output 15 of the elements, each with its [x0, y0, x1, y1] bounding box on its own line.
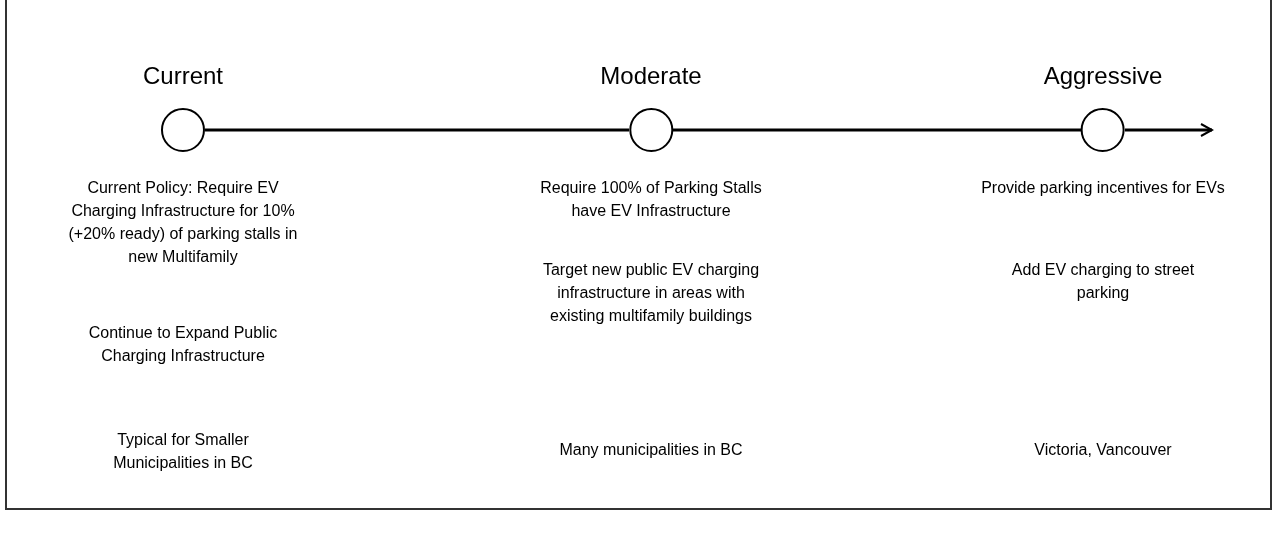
policy-text: Typical for Smaller Municipalities in BC [112, 430, 254, 473]
timeline-line [205, 128, 629, 132]
policy-text: Continue to Expand Public Charging Infrastructure [87, 323, 279, 366]
stage-heading: Moderate [600, 61, 702, 91]
policy-text: Require 100% of Parking Stalls have EV Infrastructure [539, 178, 763, 221]
policy-text: Many municipalities in BC [558, 440, 744, 460]
policy-text: Target new public EV charging infrastructure in areas with existing multifamily buildings [541, 260, 761, 326]
arrow [1125, 123, 1213, 137]
policy-text: Current Policy: Require EV Charging Infrastructure for 10% (+20% ready) of parking stalls in new Multifamily [67, 178, 299, 267]
stage-heading: Aggressive [1043, 61, 1163, 91]
timeline-line [673, 128, 1081, 132]
stage-heading: Current [143, 61, 223, 91]
policy-text: Add EV charging to street parking [1010, 260, 1196, 303]
policy-text: Provide parking incentives for EVs [980, 178, 1226, 198]
policy-text: Victoria, Vancouver [1033, 440, 1173, 460]
